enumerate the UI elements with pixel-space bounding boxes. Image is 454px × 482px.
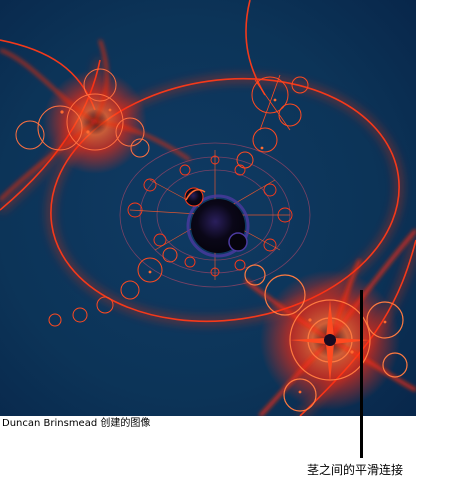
hub-top-left — [0, 39, 191, 201]
central-core — [184, 187, 250, 258]
fractal-image — [0, 0, 416, 416]
callout-pointer-line — [360, 290, 363, 458]
fractal-canvas — [0, 0, 416, 416]
hub-bottom-right — [244, 229, 416, 416]
image-credit: Duncan Brinsmead 创建的图像 — [2, 418, 151, 429]
callout-label: 茎之间的平滑连接 — [307, 463, 404, 477]
branch-left — [48, 247, 178, 327]
sparks — [60, 98, 387, 394]
